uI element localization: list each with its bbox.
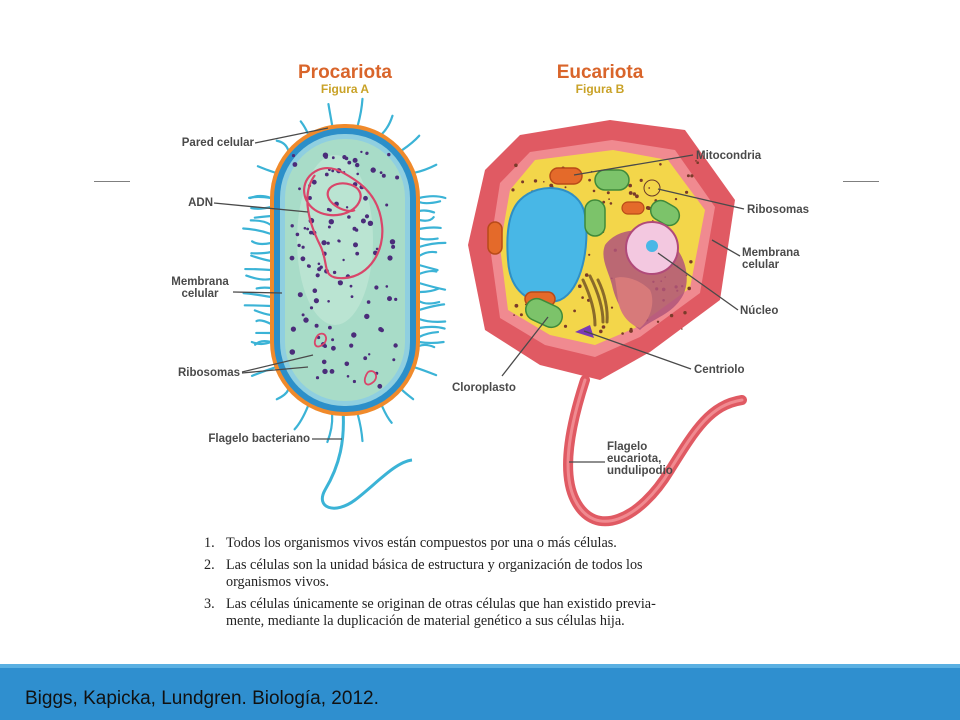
- label-adn: ADN: [188, 197, 213, 209]
- label-membrana-celular-b-line2: celular: [742, 259, 780, 271]
- mitochondria-1: [549, 167, 583, 185]
- prokaryote-ribosomes: [289, 150, 400, 389]
- principle-text-line: organismos vivos.: [226, 574, 329, 590]
- rough-er: [615, 277, 653, 328]
- golgi-apparatus: [581, 274, 609, 327]
- principle-text-line: mente, mediante la duplicación de materi…: [226, 613, 625, 629]
- label-flagelo-eucariota-line3: undulipodio: [607, 465, 673, 477]
- ribosome-cluster: [643, 179, 661, 197]
- left-decor-line: [94, 181, 130, 182]
- mitochondria-4: [621, 201, 645, 215]
- chloroplast-2: [584, 199, 606, 237]
- prokaryote-plasmid-1: [313, 332, 327, 348]
- principle-item: 2. Las células son la unidad básica de e…: [204, 557, 724, 592]
- label-membrana-celular-a: Membrana celular: [170, 276, 230, 300]
- principle-text-line: Las células son la unidad básica de estr…: [226, 556, 643, 573]
- label-membrana-celular-a-line2: celular: [181, 288, 219, 300]
- principle-text-line: Todos los organismos vivos están compues…: [226, 535, 617, 551]
- eukaryote-vacuole: [506, 187, 588, 304]
- label-mitocondria: Mitocondria: [696, 150, 762, 162]
- principle-text-line: Las células únicamente se originan de ot…: [226, 595, 656, 612]
- right-decor-line: [843, 181, 879, 182]
- chloroplast-3: [649, 199, 681, 227]
- chloroplast-1: [594, 169, 630, 191]
- label-flagelo-bacteriano: Flagelo bacteriano: [208, 433, 310, 445]
- prokaryote-plasmid-2: [363, 370, 377, 386]
- label-ribosomas-a: Ribosomas: [178, 367, 240, 379]
- cell-diagram: [213, 97, 747, 527]
- label-flagelo-eucariota-line1: Flagelo: [607, 441, 648, 453]
- eukaryote-nucleolus: [646, 240, 658, 252]
- label-cloroplasto: Cloroplasto: [452, 382, 516, 394]
- label-membrana-celular-a-line1: Membrana: [171, 276, 229, 288]
- leader-lines: [213, 127, 745, 463]
- label-flagelo-eucariota: Flagelo eucariota, undulipodio: [607, 441, 673, 477]
- eucariota-subtitle: Figura B: [575, 82, 625, 96]
- procariota-title: Procariota: [298, 62, 392, 83]
- principle-number: 3.: [204, 595, 215, 612]
- mitochondria-2: [487, 221, 503, 255]
- eucariota-title: Eucariota: [556, 62, 644, 83]
- procariota-subtitle: Figura A: [320, 82, 370, 96]
- label-flagelo-eucariota-line2: eucariota,: [607, 453, 662, 465]
- prokaryote-dna: [303, 166, 384, 280]
- principle-number: 2.: [204, 556, 215, 573]
- label-pared-celular: Pared celular: [181, 137, 254, 149]
- label-centriolo: Centriolo: [694, 364, 745, 376]
- label-nucleo: Núcleo: [740, 305, 779, 317]
- cell-theory-list: 1. Todos los organismos vivos están comp…: [204, 535, 724, 635]
- chloroplast-4: [524, 297, 564, 329]
- principle-item: 3. Las células únicamente se originan de…: [204, 596, 724, 631]
- footer-citation: Biggs, Kapicka, Lundgren. Biología, 2012…: [25, 688, 379, 709]
- label-membrana-celular-b-line1: Membrana: [742, 247, 800, 259]
- principle-number: 1.: [204, 535, 215, 551]
- label-membrana-celular-b: Membrana celular: [742, 247, 800, 271]
- principle-item: 1. Todos los organismos vivos están comp…: [204, 535, 724, 553]
- eukaryotic-flagellum-core: [566, 378, 744, 523]
- label-ribosomas-b: Ribosomas: [747, 204, 809, 216]
- prokaryote-pili: [242, 97, 447, 444]
- footer-bar: Biggs, Kapicka, Lundgren. Biología, 2012…: [0, 664, 960, 720]
- prokaryote-highlight: [297, 155, 373, 325]
- bacterial-flagellum: [320, 409, 413, 510]
